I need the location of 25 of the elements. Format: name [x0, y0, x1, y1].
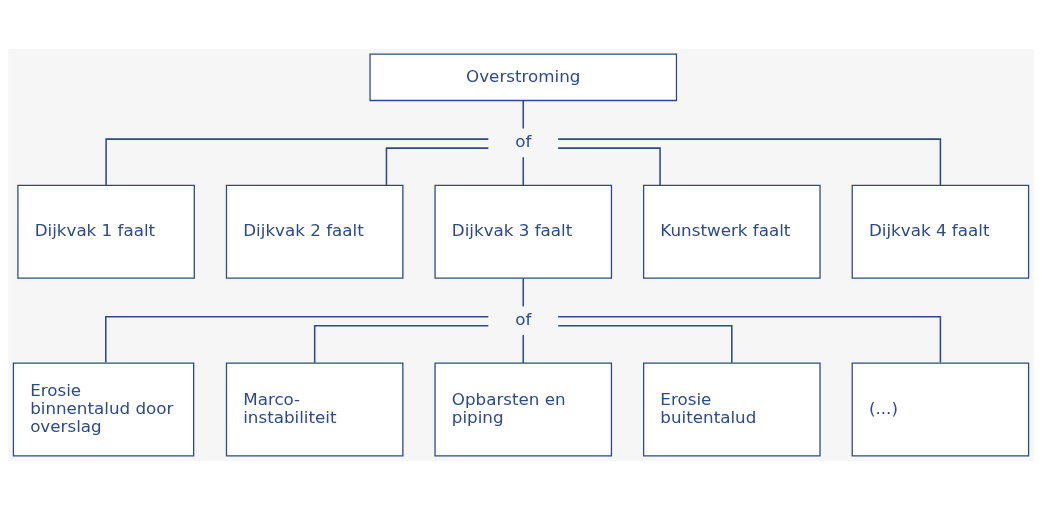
connector — [522, 333, 525, 364]
node-text: of — [515, 130, 532, 151]
connector — [105, 137, 490, 186]
connector — [522, 156, 525, 186]
node-box: Erosie buitentalud — [643, 362, 821, 456]
connector — [557, 146, 661, 186]
node-box: Kunstwerk faalt — [643, 184, 821, 279]
connector — [557, 324, 733, 364]
node-box: Erosie binnentalud door overslag — [12, 362, 195, 456]
connector — [557, 137, 942, 186]
connector — [313, 324, 490, 364]
node-text: of — [515, 308, 532, 329]
connector — [105, 315, 490, 363]
connector — [385, 146, 490, 186]
node-box: Opbarsten en piping — [434, 362, 613, 456]
node-box: Dijkvak 4 faalt — [851, 184, 1030, 279]
node-box: Dijkvak 2 faalt — [225, 184, 404, 279]
node-box: Dijkvak 1 faalt — [17, 184, 195, 279]
connector — [557, 315, 942, 363]
connector — [522, 99, 525, 129]
node-box: Dijkvak 3 faalt — [434, 184, 613, 279]
node-box: Overstroming — [369, 53, 678, 101]
node-box: (...) — [851, 362, 1030, 456]
node-box: Marco- instabiliteit — [225, 362, 404, 456]
connector — [522, 277, 525, 307]
